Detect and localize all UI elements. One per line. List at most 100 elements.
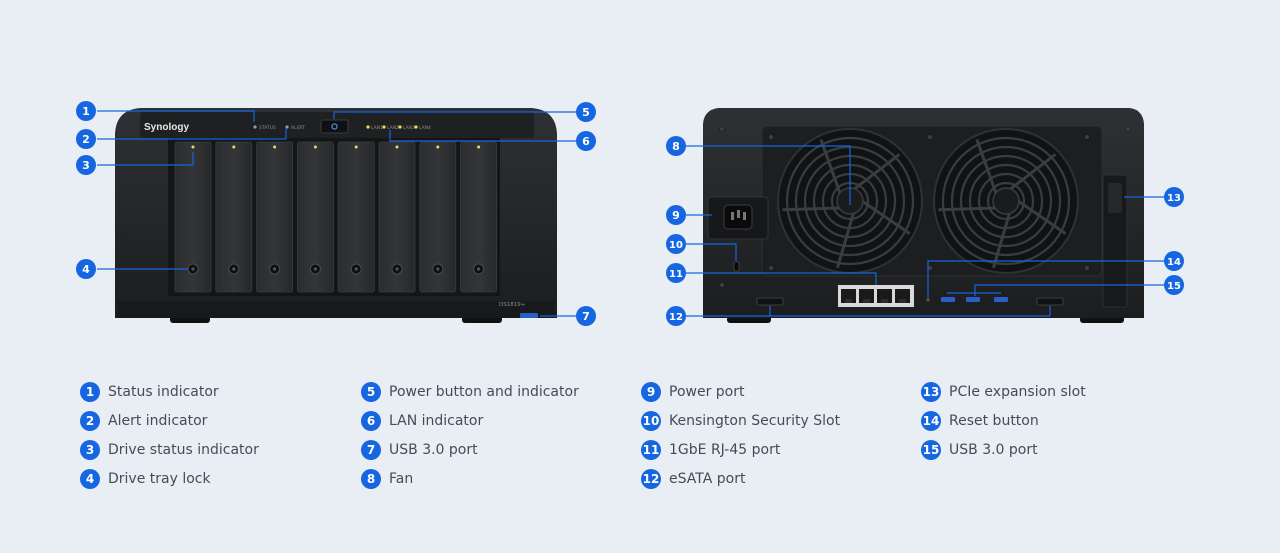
leader-3 — [97, 152, 194, 166]
callout-badge-number: 4 — [82, 263, 90, 276]
callout-leaders — [97, 110, 1164, 317]
drive-tray[interactable] — [256, 141, 294, 293]
callout-badge-14: 14 — [1164, 251, 1184, 271]
drive-tray[interactable] — [337, 141, 375, 293]
screw — [1084, 265, 1090, 271]
screw — [927, 134, 933, 140]
model-label: DS1819+ — [499, 302, 526, 308]
drive-tray-lock-keyhole — [354, 267, 358, 271]
screw — [1084, 134, 1090, 140]
lan-led-label: LAN2 — [387, 125, 399, 131]
fan-grille-spoke — [975, 139, 998, 195]
drive-tray-body[interactable] — [378, 141, 416, 293]
leader-2 — [97, 128, 287, 140]
drive-tray[interactable] — [296, 141, 334, 293]
back-view — [703, 108, 1144, 323]
callout-badge-number: 7 — [582, 310, 590, 323]
drive-tray-body[interactable] — [460, 141, 498, 293]
lan-led — [398, 125, 402, 129]
lan-led — [382, 125, 386, 129]
fan — [933, 128, 1079, 274]
leader-14 — [927, 260, 1164, 298]
screw — [719, 126, 725, 132]
power-pin — [743, 212, 746, 220]
drive-status-led — [273, 145, 277, 149]
front-view: Synology STATUS ALERT LAN1 LAN2 LAN3 LAN… — [115, 108, 557, 323]
callout-badge-number: 6 — [582, 135, 590, 148]
drive-tray-body[interactable] — [215, 141, 253, 293]
fan-grille-ring — [959, 154, 1053, 248]
fan-hub — [992, 187, 1020, 215]
callout-badge-number: 10 — [669, 240, 683, 251]
drive-tray[interactable] — [419, 141, 457, 293]
rj45-port[interactable] — [877, 289, 892, 303]
drive-tray[interactable] — [378, 141, 416, 293]
alert-led — [285, 125, 289, 129]
drive-tray[interactable] — [215, 141, 253, 293]
drive-tray-lock-keyhole — [395, 267, 399, 271]
legend-badge: 15 — [921, 440, 941, 460]
legend-label: Status indicator — [108, 384, 219, 400]
callout-badge-3: 3 — [76, 155, 96, 175]
lan-led-label: LAN4 — [419, 125, 431, 131]
drive-tray-body[interactable] — [256, 141, 294, 293]
reset-button[interactable] — [926, 298, 930, 302]
screw — [719, 282, 725, 288]
fan-grille-ring — [941, 136, 1071, 266]
drive-tray[interactable] — [460, 141, 498, 293]
pcie-bracket — [1108, 183, 1122, 213]
esata-port[interactable] — [756, 297, 784, 306]
callout-badge-number: 13 — [1167, 193, 1181, 204]
leader-15 — [974, 284, 1164, 296]
power-icon — [331, 123, 338, 130]
rj45-port-clip — [881, 299, 888, 303]
legend-label: 1GbE RJ-45 port — [669, 442, 781, 458]
rj45-port-clip — [899, 299, 906, 303]
legend-label: Alert indicator — [108, 413, 208, 429]
legend-badge: 4 — [80, 469, 100, 489]
leader-8 — [686, 145, 851, 205]
drive-status-led — [232, 145, 236, 149]
rj45-port[interactable] — [895, 289, 910, 303]
rj45-port[interactable] — [859, 289, 874, 303]
drive-status-led — [313, 145, 317, 149]
front-usb-port[interactable] — [520, 313, 538, 318]
kensington-slot[interactable] — [733, 261, 740, 272]
usb-port[interactable] — [966, 297, 980, 302]
drive-tray[interactable] — [174, 141, 212, 293]
drive-tray-body[interactable] — [419, 141, 457, 293]
callout-badge-12: 12 — [666, 306, 686, 326]
callout-badge-4: 4 — [76, 259, 96, 279]
legend-badge: 9 — [641, 382, 661, 402]
rj45-port[interactable] — [841, 289, 856, 303]
leader-10 — [686, 243, 737, 261]
usb-port[interactable] — [994, 297, 1008, 302]
drive-tray-body[interactable] — [174, 141, 212, 293]
fan-grille-ring — [785, 136, 915, 266]
legend-badge: 13 — [921, 382, 941, 402]
callout-badge-circle — [576, 102, 596, 122]
drive-tray-body[interactable] — [296, 141, 334, 293]
callout-badge-13: 13 — [1164, 187, 1184, 207]
legend-badge: 3 — [80, 440, 100, 460]
callout-badge-circle — [666, 136, 686, 156]
legend-label: Kensington Security Slot — [669, 413, 841, 429]
drive-tray-body[interactable] — [337, 141, 375, 293]
front-chassis-bottom-band — [118, 302, 554, 318]
power-pin — [737, 210, 740, 218]
fan-grille-spoke — [1017, 199, 1067, 235]
usb-port[interactable] — [941, 297, 955, 302]
callout-badge-circle — [1164, 251, 1184, 271]
drive-tray-lock-keyhole — [232, 267, 236, 271]
esata-port[interactable] — [1036, 297, 1064, 306]
power-button[interactable] — [320, 119, 349, 134]
fan-grille-ring — [986, 181, 1026, 221]
power-pin — [731, 212, 734, 220]
